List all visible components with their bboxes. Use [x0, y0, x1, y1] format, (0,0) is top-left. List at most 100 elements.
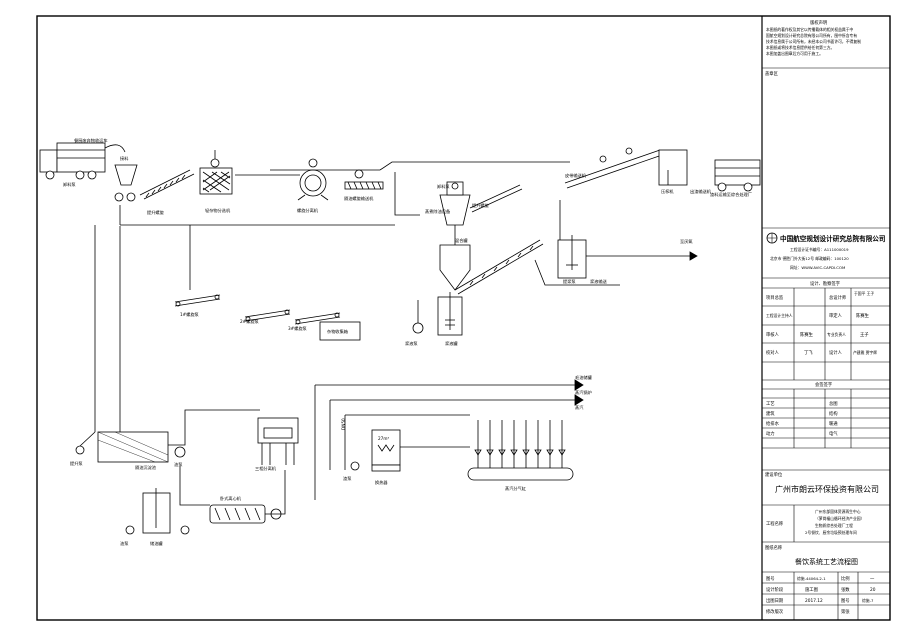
label-heat-exchanger: 换热器 — [375, 479, 388, 486]
label-oil-outlet: 毛油储罐 — [575, 374, 593, 381]
label-screw-a: 1#螺旋泵 — [180, 311, 199, 318]
stamp-label: 盖章区 — [765, 70, 779, 77]
sign-cell: 总设计师 — [829, 294, 847, 301]
notice-line: 本图加盖出图章后方可用于施工。 — [766, 51, 823, 56]
project-line: （萝岗福山循环经济产业园） — [815, 516, 864, 521]
sign-cell: 卢建雅 贾宇辉 — [853, 350, 877, 355]
label-impurity-box: 杂物收集箱 — [327, 328, 348, 335]
steam-header — [467, 420, 574, 481]
label-slurry-pump: 浆液泵 — [405, 340, 418, 347]
screw-conveyor-1 — [139, 169, 195, 200]
label-dewater: 螺旋分离机 — [297, 207, 319, 214]
sign-cell: 审定人 — [829, 312, 843, 319]
sign-cell: 王子 — [860, 331, 869, 338]
label-pump-lower-left: 提升泵 — [70, 460, 83, 467]
drawing-frame — [36, 15, 891, 621]
sign-cell: 丁飞 — [804, 350, 813, 356]
label-slurry-conveyor: 浆液输送 — [590, 278, 608, 285]
notice-line: 技术信息属于公司所有，未经本公司书面许可，不得复制 — [766, 39, 861, 44]
label-sorting: 轻杂物分选机 — [205, 207, 231, 214]
label-sump-pump: 提浆泵 — [563, 278, 576, 285]
label-sep-tank: 三相分离机 — [255, 465, 277, 472]
label-gas-out1: 蒸汽锅炉 — [575, 389, 592, 396]
notice-line: 国航空规划设计研究总院有限公司所有，图中所含专有 — [766, 33, 857, 38]
footer-cell: 图号 — [841, 598, 850, 604]
title-block — [762, 67, 890, 620]
oil-storage-tank — [142, 488, 171, 534]
footer-cell: 第张 — [841, 608, 850, 615]
sign-cell: 专业负责人 — [827, 332, 846, 337]
footer-cell: 一 — [870, 577, 875, 582]
label-slag-conveyor: 出渣输送机 — [690, 188, 712, 195]
label-outlet: 至厌氧 — [680, 238, 693, 245]
title-block-text: 版权声明 本图纸的著作权及其它以传播载体的相关权益属于中 国航空规划设计研究总院… — [765, 19, 886, 615]
notice-title: 版权声明 — [810, 19, 827, 26]
cosign-cell: 暖通 — [829, 420, 838, 427]
sign-cell: 于国平 王子 — [854, 291, 874, 296]
label-oil-pump: 油泵 — [174, 461, 182, 468]
address: 北京市 德胜门外大街12号 邮政编码：100120 — [770, 256, 849, 261]
sign-cell: 项目总监 — [766, 294, 784, 301]
belt-conveyor — [564, 147, 663, 189]
cert-no: 工程设计证书编号：A111000019 — [790, 247, 849, 252]
screw-conveyor-2 — [344, 169, 384, 190]
website: 网址：WWW.AVIC-CAPDI.COM — [790, 265, 845, 270]
drawing-label: 图纸名称 — [765, 544, 783, 551]
label-sludge-pump: 渣泵 — [343, 475, 351, 482]
footer-cell: 出图日期 — [766, 597, 783, 604]
label-screw-1: 提升螺旋 — [147, 209, 165, 216]
pre-tank — [557, 235, 587, 279]
label-tank-27: 27m³ — [378, 436, 389, 441]
compressor — [658, 149, 688, 186]
footer-cell: 设计阶段 — [766, 586, 784, 593]
label-hopper-pump: 卸料泵 — [437, 183, 450, 190]
slurry-tank — [437, 292, 463, 336]
sign-cell: 校对人 — [766, 349, 780, 356]
label-screw-b: 2#螺旋泵 — [240, 318, 259, 325]
label-unload-pump: 卸料泵 — [63, 181, 76, 188]
footer-cell: 图号 — [766, 576, 775, 582]
company-name: 中国航空规划设计研究总院有限公司 — [780, 234, 886, 243]
heat-exchanger-tank — [371, 429, 401, 472]
grease-device — [439, 181, 471, 291]
sorting-machine — [199, 150, 233, 195]
sign-cell: 陈赛生 — [856, 312, 870, 319]
client-label: 建设单位 — [765, 471, 783, 478]
label-slag-screw: 提升螺旋 — [472, 202, 490, 209]
label-tank-bottom: 储油罐 — [150, 540, 163, 547]
project-label: 工程名称 — [766, 520, 784, 527]
sign-cell: 工程设计主持人 — [766, 313, 793, 318]
drawing-name: 餐饮系统工艺流程图 — [795, 557, 858, 566]
label-tank-top: 接料 — [120, 155, 129, 162]
cosign-header: 会签签字 — [815, 381, 832, 388]
footer-cell: 综施-44064-2-1 — [797, 576, 826, 581]
label-pump-bottom: 油泵 — [120, 540, 128, 547]
sign-header: 设计、勘察签字 — [810, 280, 840, 287]
footer-cell: 综施-7 — [862, 598, 874, 603]
footer-cell: 施工图 — [805, 586, 818, 593]
sign-cell: 陈赛生 — [800, 331, 814, 338]
label-truck-right: 渣料运输至综合处理厂 — [710, 191, 752, 198]
label-truck-left: 餐厨废弃物收运车 — [74, 137, 108, 144]
label-grease: 蒸煮除油设备 — [425, 208, 451, 215]
project-line: 广州东部固体资源再生中心 — [815, 509, 861, 514]
slag-truck — [714, 159, 761, 192]
cosign-cell: 工艺 — [766, 401, 775, 407]
process-labels: 餐厨废弃物收运车 卸料泵 接料 提升螺旋 轻杂物分选机 螺旋分离机 隔油螺旋输送… — [63, 137, 752, 547]
label-gas-header: 蒸汽分气缸 — [505, 485, 527, 492]
company-logo — [766, 232, 778, 244]
footer-cell: 20 — [870, 587, 876, 593]
project-line: 生物质综合处理厂工程 — [815, 523, 853, 528]
project-line: 2号餐饮、厨余垃圾预处理车间 — [805, 530, 857, 535]
label-screw-2: 隔油螺旋输送机 — [344, 195, 374, 202]
label-oil-tank: 隔油沉淀池 — [135, 464, 157, 471]
label-screw-c: 3#螺旋泵 — [288, 325, 307, 332]
notice-line: 本图纸的著作权及其它以传播载体的相关权益属于中 — [766, 27, 854, 32]
sign-cell: 设计人 — [829, 349, 843, 356]
footer-cell: 修改版次 — [766, 608, 784, 615]
label-screw-press: 卧式离心机 — [220, 495, 242, 502]
label-belt: 皮带输送机 — [565, 172, 587, 179]
cosign-cell: 建筑 — [766, 410, 775, 417]
client-name: 广州市朗云环保投资有限公司 — [775, 484, 879, 494]
